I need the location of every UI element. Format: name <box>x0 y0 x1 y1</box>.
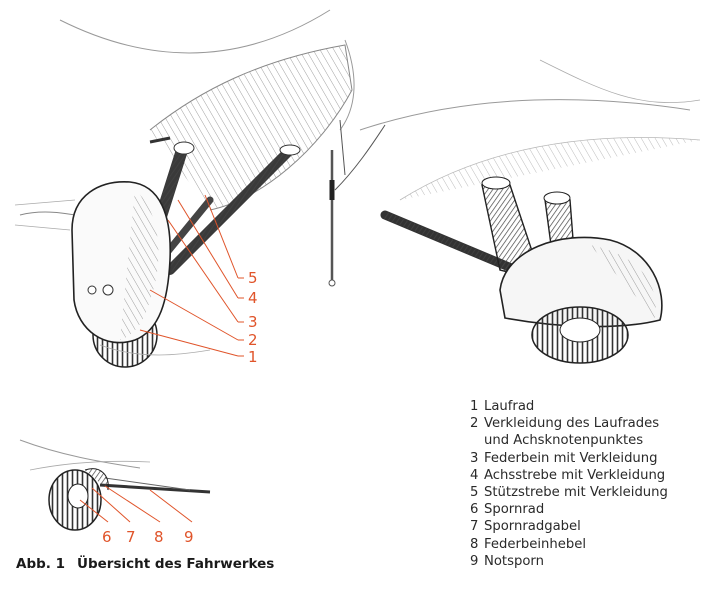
legend-number: 4 <box>470 467 479 483</box>
legend-item: 7 Spornradgabel <box>470 518 668 535</box>
antenna-drawing <box>328 119 386 287</box>
legend-number: 2 <box>470 416 479 432</box>
legend-text: Spornrad <box>484 502 545 518</box>
figure-number: Abb. 1 <box>16 556 65 572</box>
callout-3: 3 <box>248 313 258 331</box>
legend-number: 7 <box>470 519 479 535</box>
right-gear-drawing <box>359 59 701 364</box>
legend-text: Spornradgabel <box>484 519 581 535</box>
legend-item: 1 Laufrad <box>470 398 668 415</box>
legend-text: Achsstrebe mit Verkleidung <box>484 467 666 483</box>
callout-5: 5 <box>248 269 258 287</box>
legend-number: 9 <box>470 553 479 569</box>
tail-wheel-drawing: 6 7 8 9 <box>19 439 211 546</box>
callout-leaders <box>139 194 244 357</box>
callout-6: 6 <box>102 528 112 546</box>
callout-2: 2 <box>248 331 258 349</box>
legend-number: 3 <box>470 450 479 466</box>
legend-item: 6 Spornrad <box>470 501 668 518</box>
legend-text: Verkleidung des Laufrades und Achsknoten… <box>484 416 660 449</box>
legend-item: 9 Notsporn <box>470 553 668 570</box>
callout-9: 9 <box>184 528 194 546</box>
parts-legend: 1 Laufrad 2 Verkleidung des Laufrades und … <box>470 398 668 570</box>
legend-item: 8 Federbeinhebel <box>470 536 668 553</box>
callout-7: 7 <box>126 528 136 546</box>
callout-4: 4 <box>248 289 258 307</box>
figure-title: Übersicht des Fahrwerkes <box>77 556 275 572</box>
legend-number: 1 <box>470 399 479 414</box>
callout-1: 1 <box>248 348 258 366</box>
callout-8: 8 <box>154 528 164 546</box>
legend-item: 3 Federbein mit Verkleidung <box>470 450 668 467</box>
legend-text: Federbeinhebel <box>484 536 587 552</box>
legend-item: 4 Achsstrebe mit Verkleidung <box>470 467 668 484</box>
tail-callout-leaders <box>79 485 193 523</box>
legend-item: 5 Stützstrebe mit Verkleidung <box>470 484 668 501</box>
legend-text: Notsporn <box>484 553 544 569</box>
main-gear-drawing: 1 2 3 4 5 <box>14 9 355 368</box>
legend-item: 2 Verkleidung des Laufrades und Achsknote… <box>470 415 668 449</box>
legend-text: Laufrad <box>484 399 535 414</box>
legend-number: 6 <box>470 502 479 518</box>
legend-text: Federbein mit Verkleidung <box>484 450 658 466</box>
legend-number: 5 <box>470 485 479 501</box>
figure-caption: Abb. 1 Übersicht des Fahrwerkes <box>16 556 274 572</box>
legend-text: Stützstrebe mit Verkleidung <box>484 485 668 501</box>
legend-number: 8 <box>470 536 479 552</box>
